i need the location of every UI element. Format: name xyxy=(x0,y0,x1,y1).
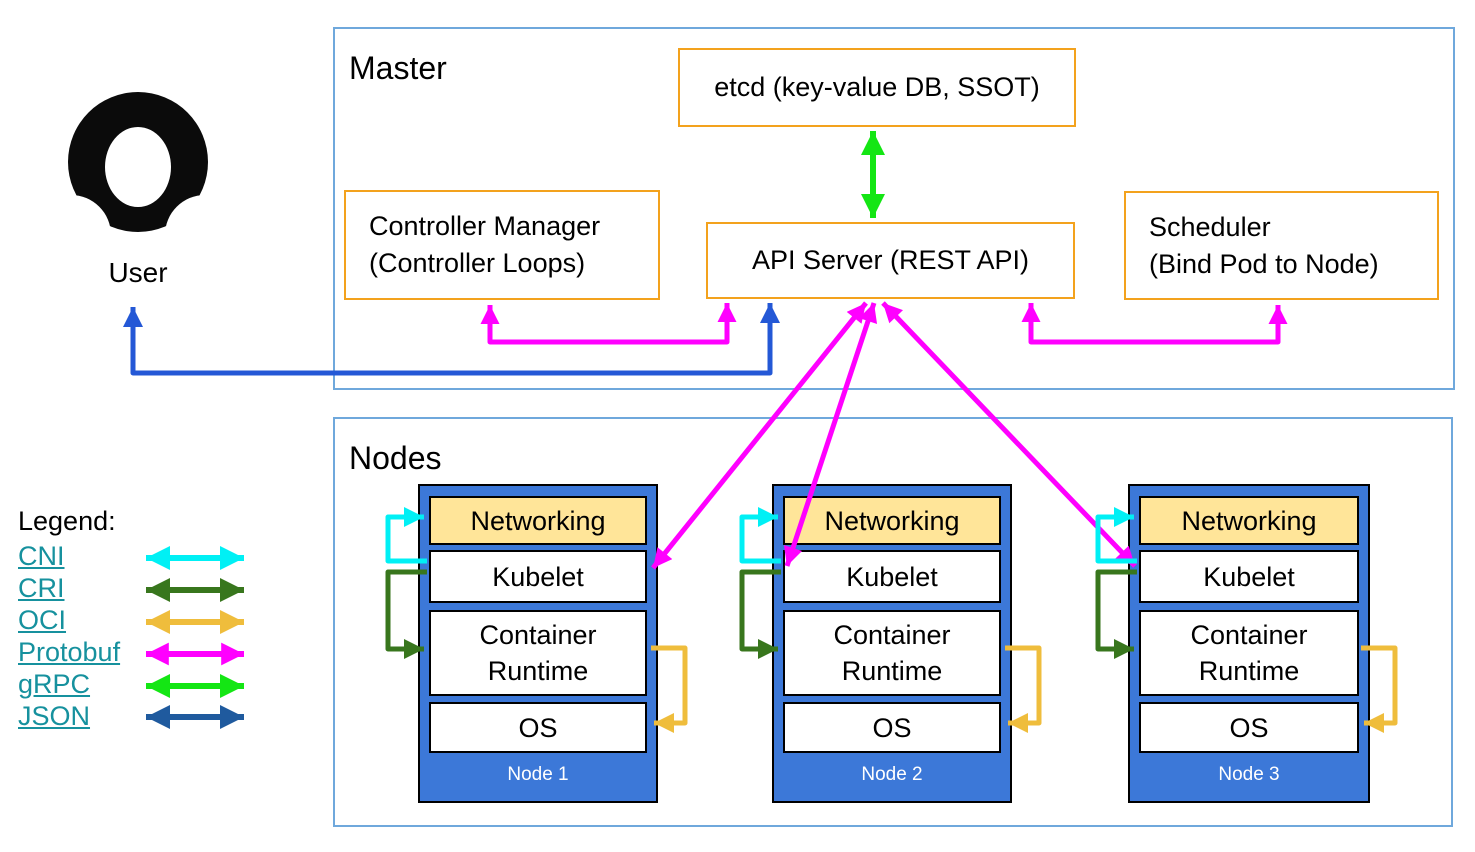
node-3-box: Networking Kubelet Container Runtime OS … xyxy=(1128,484,1370,803)
node-2-networking-box: Networking xyxy=(783,496,1001,545)
legend-link-oci[interactable]: OCI xyxy=(18,605,67,635)
node-1-container-runtime-box: Container Runtime xyxy=(429,610,647,696)
controller-manager-label: Controller Manager xyxy=(369,211,601,241)
legend-title: Legend: xyxy=(18,506,116,536)
controller-manager-box: Controller Manager (Controller Loops) xyxy=(344,190,660,300)
node-1-kubelet-box: Kubelet xyxy=(429,550,647,603)
master-label: Master xyxy=(349,50,447,86)
legend-link-grpc[interactable]: gRPC xyxy=(18,669,91,699)
node-3-networking-box: Networking xyxy=(1139,496,1359,545)
node-1-label: Node 1 xyxy=(507,764,569,785)
kubelet-label: Kubelet xyxy=(492,561,584,592)
etcd-label: etcd (key-value DB, SSOT) xyxy=(714,72,1040,102)
node-1-networking-box: Networking xyxy=(429,496,647,545)
os-label: OS xyxy=(1229,712,1269,743)
controller-manager-sublabel: (Controller Loops) xyxy=(369,248,586,278)
etcd-box: etcd (key-value DB, SSOT) xyxy=(678,48,1076,127)
user-icon xyxy=(60,92,216,232)
nodes-label: Nodes xyxy=(349,440,442,476)
node-2-label: Node 2 xyxy=(861,764,923,785)
node-2-os-box: OS xyxy=(783,702,1001,753)
networking-label: Networking xyxy=(470,505,606,536)
kubelet-label: Kubelet xyxy=(846,561,938,592)
legend-link-cri[interactable]: CRI xyxy=(18,573,65,603)
node-1-os-box: OS xyxy=(429,702,647,753)
node-3-kubelet-box: Kubelet xyxy=(1139,550,1359,603)
scheduler-label: Scheduler xyxy=(1149,211,1271,242)
user-label: User xyxy=(108,257,168,288)
legend-link-cni[interactable]: CNI xyxy=(18,541,65,571)
networking-label: Networking xyxy=(824,505,960,536)
legend-link-protobuf[interactable]: Protobuf xyxy=(18,637,121,667)
api-server-label: API Server (REST API) xyxy=(751,245,1030,275)
kubelet-label: Kubelet xyxy=(1203,561,1295,592)
os-label: OS xyxy=(518,712,558,743)
networking-label: Networking xyxy=(1181,505,1317,536)
scheduler-box: Scheduler (Bind Pod to Node) xyxy=(1124,191,1439,300)
node-3-os-box: OS xyxy=(1139,702,1359,753)
node-3-label: Node 3 xyxy=(1218,764,1280,785)
node-3-container-runtime-box: Container Runtime xyxy=(1139,610,1359,696)
api-server-box: API Server (REST API) xyxy=(706,222,1075,299)
node-1-box: Networking Kubelet Container Runtime OS … xyxy=(418,484,658,803)
node-2-container-runtime-box: Container Runtime xyxy=(783,610,1001,696)
node-2-box: Networking Kubelet Container Runtime OS … xyxy=(772,484,1012,803)
node-2-kubelet-box: Kubelet xyxy=(783,550,1001,603)
legend-link-json[interactable]: JSON xyxy=(18,701,91,731)
os-label: OS xyxy=(872,712,912,743)
scheduler-sublabel: (Bind Pod to Node) xyxy=(1149,248,1379,279)
